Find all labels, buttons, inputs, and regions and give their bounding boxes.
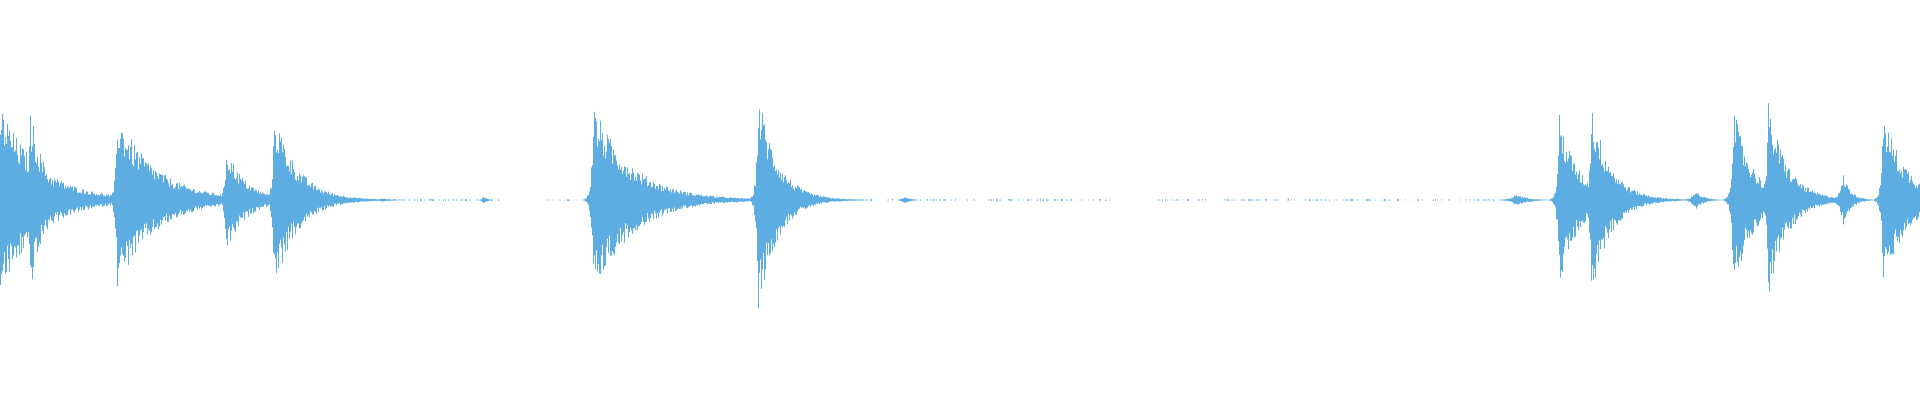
waveform-path xyxy=(0,103,1920,309)
waveform-samples xyxy=(0,103,1920,309)
